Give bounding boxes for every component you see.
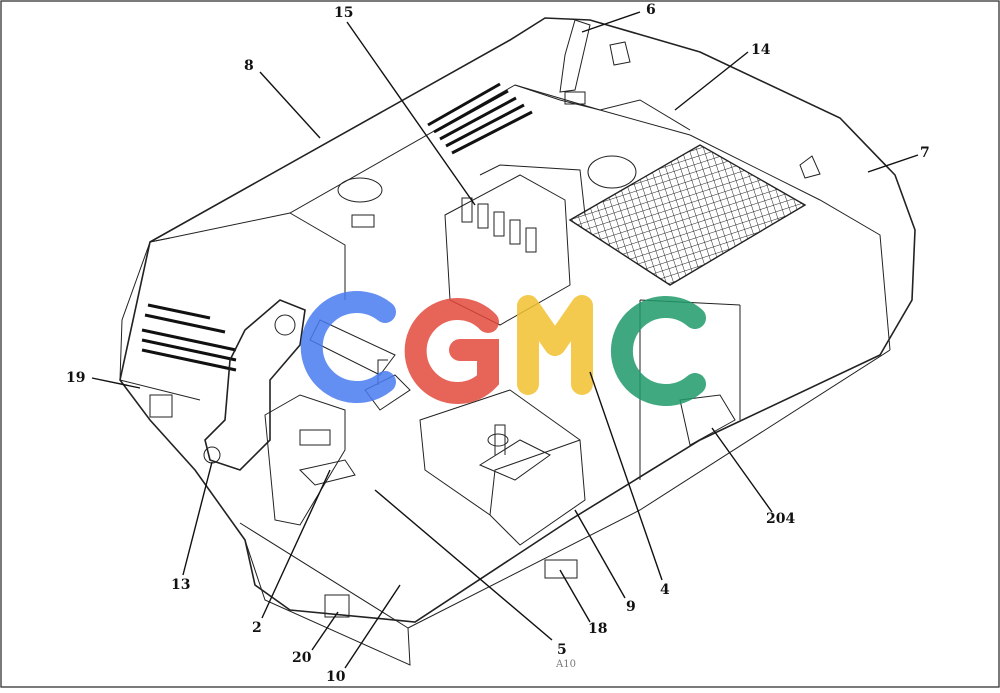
callout-15: 15 (334, 5, 353, 21)
callout-7: 7 (920, 145, 930, 161)
callout-6: 6 (646, 2, 656, 18)
callout-4: 4 (660, 582, 670, 598)
latch-19 (149, 394, 173, 418)
callout-5: 5 (557, 642, 567, 658)
callout-204: 204 (766, 511, 795, 527)
callout-10: 10 (326, 669, 346, 685)
callout-2: 2 (252, 620, 262, 636)
callout-13: 13 (171, 577, 190, 593)
callout-14: 14 (751, 42, 771, 58)
latch-20 (324, 594, 350, 618)
callout-18: 18 (588, 621, 607, 637)
mesh-screen (568, 144, 807, 286)
side-grille (141, 303, 237, 372)
watermark (300, 291, 706, 406)
callout-19: 19 (66, 370, 85, 386)
callout-9: 9 (626, 599, 636, 615)
pedal-bracket (264, 394, 356, 526)
drawing-code: A10 (555, 659, 576, 670)
callout-20: 20 (292, 650, 312, 666)
battery-box (419, 389, 586, 579)
callout-labels: 6 15 14 8 7 19 204 13 4 9 2 18 5 20 10 A… (66, 2, 930, 685)
right-joystick (478, 424, 551, 481)
rear-grille (427, 82, 533, 155)
callout-8: 8 (244, 58, 254, 74)
leader-lines (91, 11, 919, 669)
step-box (679, 394, 736, 446)
